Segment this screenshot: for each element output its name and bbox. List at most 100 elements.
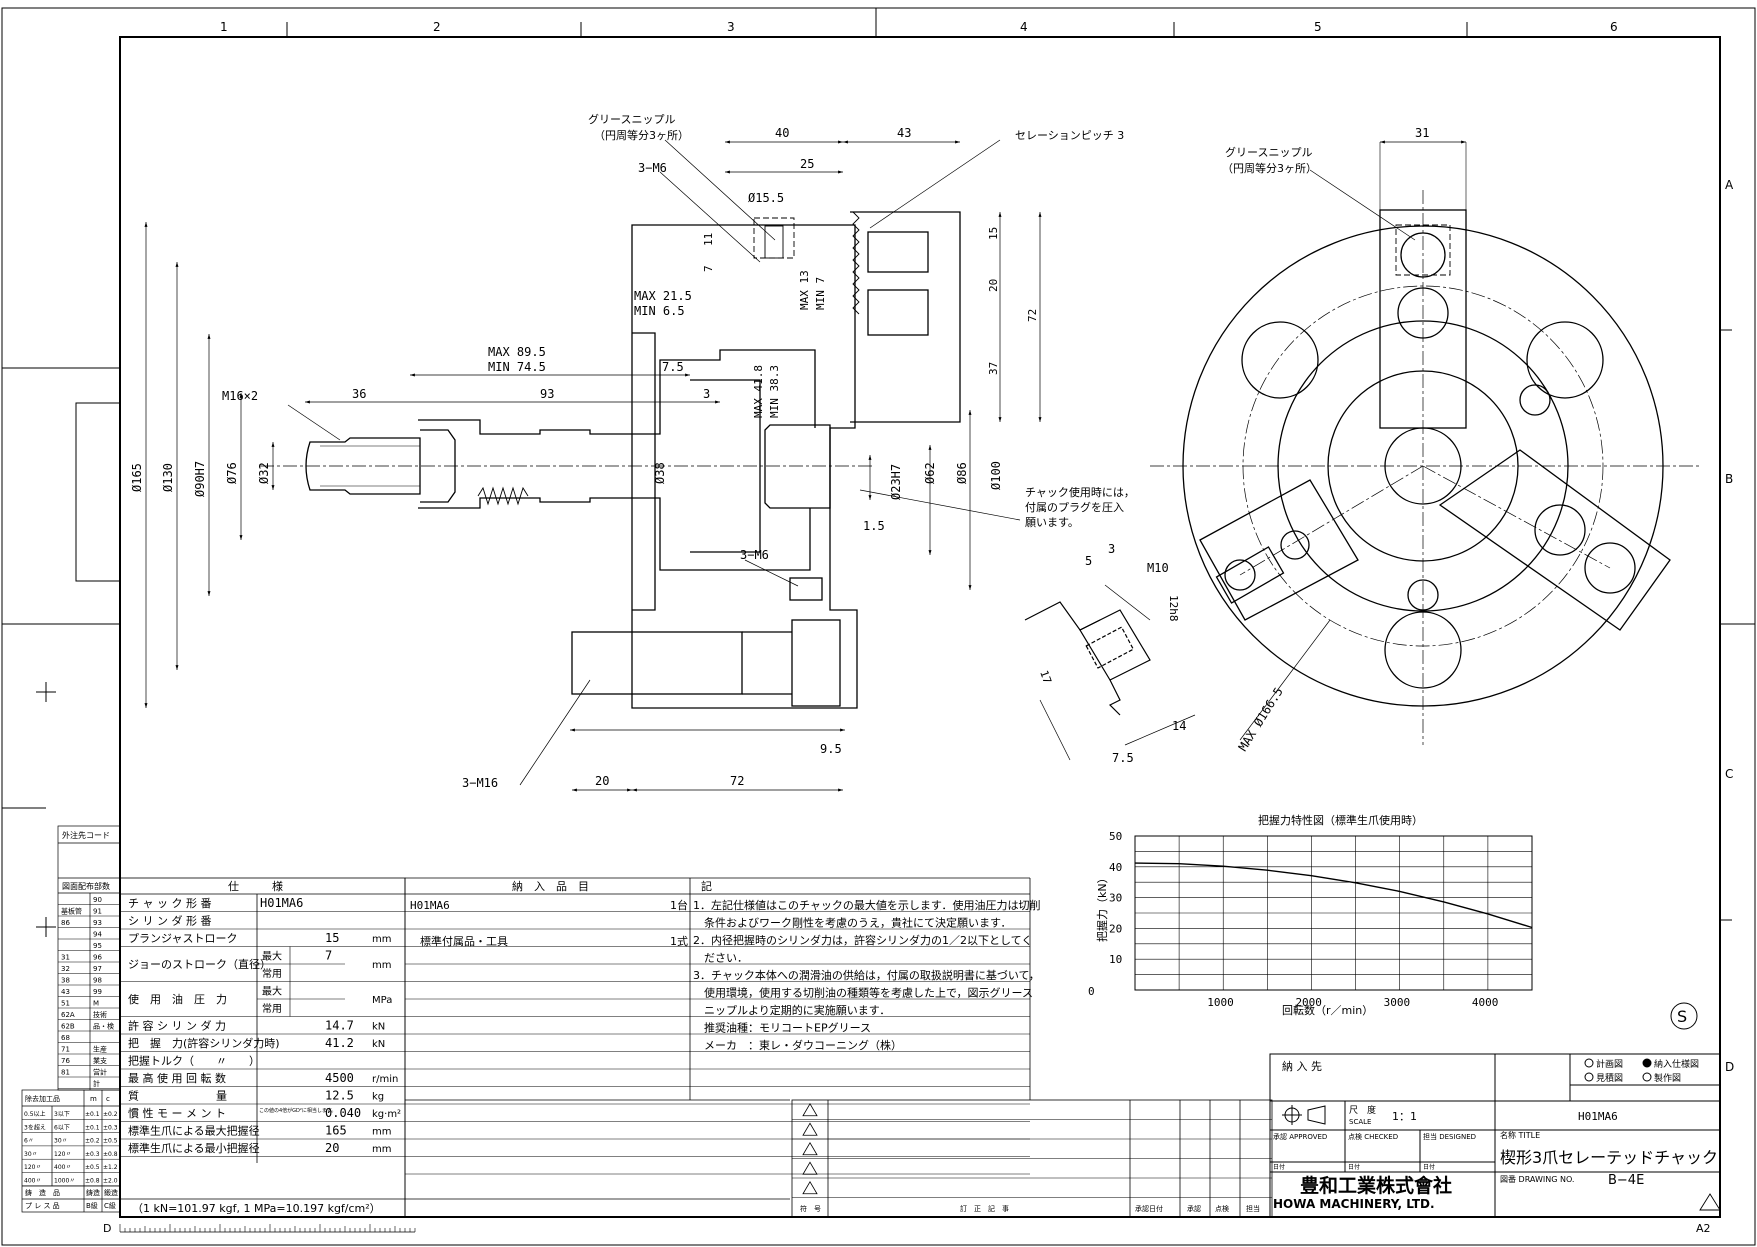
- note-line: 1．左記仕様値はこのチャックの最大値を示します．使用油圧力は切削: [693, 898, 1040, 912]
- revision-triangle-icon: [802, 1161, 818, 1175]
- scale-ruler: [119, 1224, 416, 1233]
- note-line: 3．チャック本体への潤滑油の供給は，付属の取扱説明書に基づいて，: [693, 968, 1040, 982]
- side-left-code: 68: [61, 1034, 70, 1042]
- spec-row-unit: kg·m²: [372, 1109, 401, 1120]
- press-3: C級: [104, 1201, 116, 1210]
- dim-37: 37: [987, 362, 1000, 375]
- spec-row-unit: r/min: [372, 1074, 398, 1085]
- side-code: 95: [93, 942, 102, 950]
- note-line: ださい．: [693, 952, 748, 965]
- check-production-icon[interactable]: [1642, 1072, 1652, 1082]
- side-left-code: 62A: [61, 1011, 75, 1019]
- dim-min74: MIN 74.5: [488, 360, 546, 374]
- spec-row-value: 12.5: [325, 1089, 354, 1103]
- front-view: [1150, 140, 1700, 745]
- tol-header-2: m: [90, 1095, 97, 1103]
- grease-nipple-label-2: （円周等分3ヶ所）: [594, 128, 689, 142]
- note-line: ニップルより定期的に実施願います．: [693, 1003, 890, 1017]
- tol-cell: 0.5以上: [24, 1110, 46, 1118]
- tol-cell: 6〃: [24, 1138, 34, 1145]
- stamp-s: S: [1677, 1007, 1687, 1026]
- grease-nipple-right-label-2: （円周等分3ヶ所）: [1222, 161, 1317, 175]
- tol-cell: ±0.8: [103, 1151, 118, 1158]
- date-approved: 日付: [1273, 1163, 1285, 1171]
- spec-row-value: 7: [325, 949, 332, 963]
- tol-cell: ±0.8: [85, 1178, 100, 1185]
- row-label-a: A: [1725, 178, 1734, 192]
- side-block-text: 外注先コード 図面配布部数 除去加工品 m c 鋳 造 品 鋳造 鍛造 プ レ …: [25, 830, 118, 1210]
- grease-nipple-label-1: グリースニップル: [588, 112, 675, 126]
- dim-36: 36: [352, 387, 366, 401]
- title-block: 納 入 先 計画図 納入仕様図 見積図 製作図 尺 度 SCALE 1：1 承認…: [103, 1007, 1718, 1235]
- dim-15-5: Ø15.5: [748, 191, 784, 205]
- dim-1-5: 1.5: [863, 519, 885, 533]
- spec-row-label: 標準生爪による最小把握径: [128, 1141, 260, 1155]
- spec-row-label: 使 用 油 圧 力: [128, 992, 227, 1006]
- check-estimate: 見積図: [1596, 1072, 1623, 1084]
- sheet-frame: [1, 7, 1756, 1246]
- spec-sub-label: 常用: [262, 967, 282, 980]
- chuck-note-3: 願います。: [1025, 516, 1079, 529]
- chart-ytick-label: 30: [1109, 892, 1122, 905]
- spec-row-value: 15: [325, 931, 339, 945]
- check-plan-icon[interactable]: [1584, 1058, 1594, 1068]
- dim-12h8: 12h8: [1167, 595, 1180, 622]
- tol-cell: ±0.5: [85, 1164, 100, 1171]
- side-code: 品・検: [93, 1022, 114, 1031]
- check-production: 製作図: [1654, 1072, 1681, 1084]
- dim-31: 31: [1415, 126, 1429, 140]
- side-code: 営計: [93, 1068, 107, 1077]
- side-left-code: 51: [61, 1000, 70, 1008]
- side-left-code: 31: [61, 954, 70, 962]
- spec-row-label: 最 高 使 用 回 転 数: [128, 1071, 226, 1085]
- dim-max89: MAX 89.5: [488, 345, 546, 359]
- check-delivery-spec: 納入仕様図: [1654, 1058, 1699, 1070]
- dim-max166: MAX Ø166.5: [1236, 685, 1286, 754]
- spec-row-label: チ ャ ッ ク 形 番: [128, 897, 211, 910]
- revision-col-label: 承認: [1187, 1204, 1201, 1213]
- revision-col-label: 符 号: [800, 1204, 821, 1213]
- press-1: プ レ ス 品: [25, 1202, 60, 1210]
- scale-label: 尺 度: [1349, 1104, 1376, 1116]
- side-code: 98: [93, 977, 102, 985]
- side-left-code: 43: [61, 988, 70, 996]
- ruler-label: D: [103, 1222, 111, 1235]
- side-code: 93: [93, 919, 102, 927]
- notes-header: 記: [701, 879, 712, 893]
- spec-row-unit: kN: [372, 1039, 385, 1050]
- dim-max41: MAX 41.8: [752, 365, 765, 418]
- side-code: 97: [93, 965, 102, 973]
- check-delivery-spec-icon[interactable]: [1642, 1058, 1652, 1068]
- dim-86: Ø86: [955, 462, 969, 484]
- side-code: 94: [93, 931, 102, 939]
- code-label: 外注先コード: [62, 830, 110, 840]
- spec-footnote: （1 kN=101.97 kgf, 1 MPa=10.197 kgf/cm²）: [132, 1202, 381, 1215]
- side-code: M: [93, 1000, 99, 1008]
- dimension-lines: [144, 139, 1042, 792]
- chart-xtick-label: 3000: [1384, 996, 1411, 1009]
- tol-cell: ±0.2: [85, 1138, 100, 1145]
- serration-pitch-label: セレーションピッチ 3: [1015, 129, 1124, 142]
- side-left-code: 71: [61, 1046, 70, 1054]
- delivery-item-2-name: 標準付属品・工具: [420, 934, 508, 948]
- chuck-note-2: 付属のプラグを圧入: [1025, 500, 1124, 514]
- tol-cell: 120〃: [54, 1151, 71, 1158]
- spec-row-value: 165: [325, 1124, 347, 1138]
- revision-col-label: 訂 正 記 事: [960, 1204, 1009, 1213]
- chart-ytick-label: 20: [1109, 922, 1122, 935]
- side-code: 90: [93, 896, 102, 904]
- spec-row-label: ジョーのストローク（直径）: [128, 957, 271, 971]
- dim-20h: 20: [595, 774, 609, 788]
- spec-row-label: シ リ ン ダ 形 番: [128, 913, 211, 927]
- dim-25: 25: [800, 157, 814, 171]
- revision-table: 符 号訂 正 記 事承認日付承認点検担当: [792, 1102, 1272, 1213]
- dim-165: Ø165: [130, 463, 144, 492]
- name-label: 名称 TITLE: [1500, 1130, 1540, 1140]
- side-code: 業支: [93, 1056, 107, 1065]
- drawing-annotations: グリースニップル （円周等分3ヶ所） セレーションピッチ 3 グリースニップル …: [130, 112, 1429, 790]
- notes-block: 記 1．左記仕様値はこのチャックの最大値を示します．使用油圧力は切削 条件および…: [693, 879, 1040, 1052]
- check-estimate-icon[interactable]: [1584, 1072, 1594, 1082]
- revision-triangle-icon: [802, 1122, 818, 1136]
